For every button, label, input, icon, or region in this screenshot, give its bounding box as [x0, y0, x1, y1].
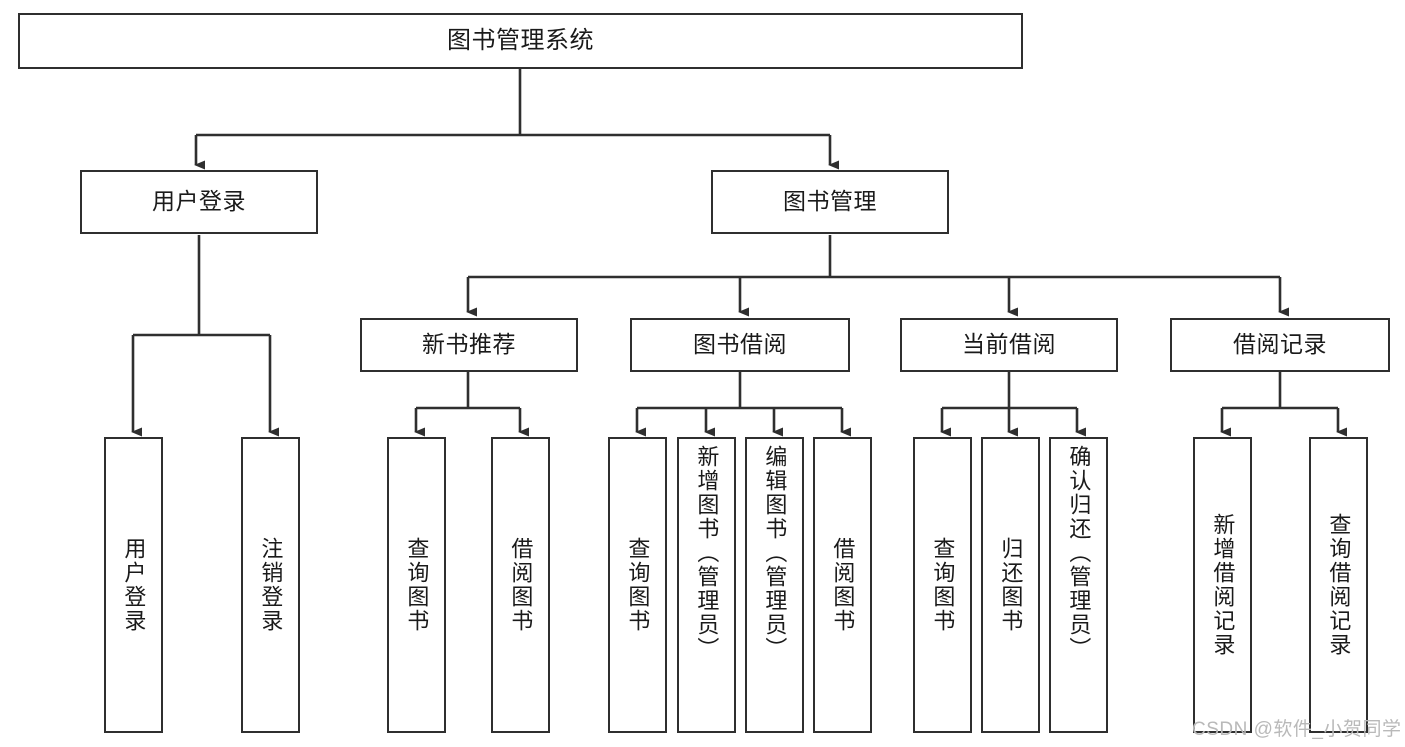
- node-leaf-query-book-2[interactable]: 查询图书: [608, 437, 667, 733]
- node-label: 图书管理: [783, 188, 877, 215]
- node-label: 编辑图书（管理员）: [762, 445, 788, 661]
- node-label: 新增图书（管理员）: [694, 445, 720, 661]
- node-label: 查询图书: [404, 537, 430, 633]
- node-leaf-borrow-book-1[interactable]: 借阅图书: [491, 437, 550, 733]
- node-label: 新增借阅记录: [1210, 513, 1236, 657]
- node-new-book-recommend[interactable]: 新书推荐: [360, 318, 578, 372]
- node-label: 借阅图书: [508, 537, 534, 633]
- node-book-borrow[interactable]: 图书借阅: [630, 318, 850, 372]
- node-label: 当前借阅: [962, 331, 1056, 358]
- node-label: 归还图书: [998, 537, 1024, 633]
- node-label: 注销登录: [258, 537, 284, 633]
- node-leaf-query-borrow-record[interactable]: 查询借阅记录: [1309, 437, 1368, 733]
- node-label: 查询图书: [930, 537, 956, 633]
- node-leaf-user-login[interactable]: 用户登录: [104, 437, 163, 733]
- node-label: 确认归还（管理员）: [1066, 445, 1092, 661]
- node-borrow-record[interactable]: 借阅记录: [1170, 318, 1390, 372]
- node-leaf-borrow-book-2[interactable]: 借阅图书: [813, 437, 872, 733]
- node-leaf-logout-login[interactable]: 注销登录: [241, 437, 300, 733]
- node-label: 查询图书: [625, 537, 651, 633]
- node-current-borrow[interactable]: 当前借阅: [900, 318, 1118, 372]
- node-label: 用户登录: [121, 537, 147, 633]
- node-label: 新书推荐: [422, 331, 516, 358]
- node-label: 图书借阅: [693, 331, 787, 358]
- node-leaf-confirm-return[interactable]: 确认归还（管理员）: [1049, 437, 1108, 733]
- node-label: 用户登录: [152, 188, 246, 215]
- node-label: 图书管理系统: [447, 26, 594, 54]
- node-label: 借阅图书: [830, 537, 856, 633]
- node-label: 借阅记录: [1233, 331, 1327, 358]
- node-leaf-edit-book[interactable]: 编辑图书（管理员）: [745, 437, 804, 733]
- node-book-management[interactable]: 图书管理: [711, 170, 949, 234]
- csdn-watermark: CSDN @软件_小贺同学: [1192, 719, 1402, 740]
- node-label: 查询借阅记录: [1326, 513, 1352, 657]
- node-leaf-add-book[interactable]: 新增图书（管理员）: [677, 437, 736, 733]
- node-leaf-return-book[interactable]: 归还图书: [981, 437, 1040, 733]
- node-leaf-add-borrow-record[interactable]: 新增借阅记录: [1193, 437, 1252, 733]
- node-root-book-management-system[interactable]: 图书管理系统: [18, 13, 1023, 69]
- node-leaf-query-book-1[interactable]: 查询图书: [387, 437, 446, 733]
- node-leaf-query-book-3[interactable]: 查询图书: [913, 437, 972, 733]
- node-user-login[interactable]: 用户登录: [80, 170, 318, 234]
